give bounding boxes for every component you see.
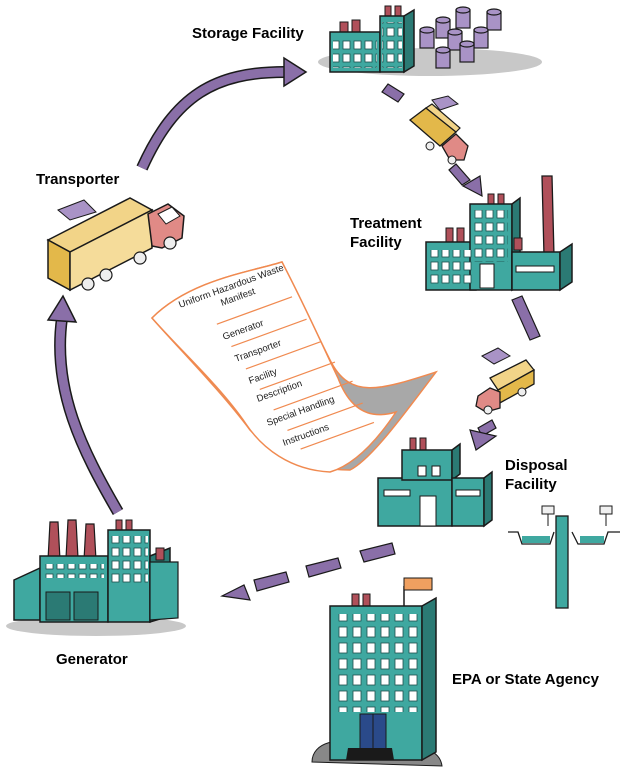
epa-building-illustration (311, 577, 443, 767)
label-treatment-line1: Treatment (350, 215, 422, 232)
label-disposal-line1: Disposal (505, 457, 568, 474)
label-treatment-line2: Facility (350, 234, 402, 251)
storage-facility-illustration (318, 5, 542, 76)
label-generator: Generator (56, 651, 128, 668)
manifest-document: Uniform Hazardous Waste Manifest Generat… (150, 261, 439, 473)
label-storage-facility: Storage Facility (192, 25, 304, 42)
arrow-generator-to-transporter (46, 294, 124, 516)
small-truck-2 (475, 347, 535, 415)
arrow-storage-to-treatment (381, 83, 483, 198)
small-truck-1 (408, 95, 469, 165)
treatment-facility-illustration (425, 175, 573, 292)
label-treatment-facility: Treatment Facility (350, 214, 422, 252)
label-disposal-line2: Facility (505, 476, 557, 493)
arrow-treatment-to-disposal (469, 295, 541, 451)
arrow-transporter-to-storage (136, 56, 308, 171)
label-transporter: Transporter (36, 171, 120, 188)
label-disposal-facility: Disposal Facility (505, 456, 568, 494)
label-epa-state-agency: EPA or State Agency (452, 671, 599, 688)
arrow-disposal-to-generator (220, 542, 396, 601)
transporter-truck (46, 197, 185, 292)
disposal-facility-illustration (377, 437, 493, 528)
disposal-well-illustration (508, 505, 620, 609)
generator-illustration (6, 519, 186, 636)
